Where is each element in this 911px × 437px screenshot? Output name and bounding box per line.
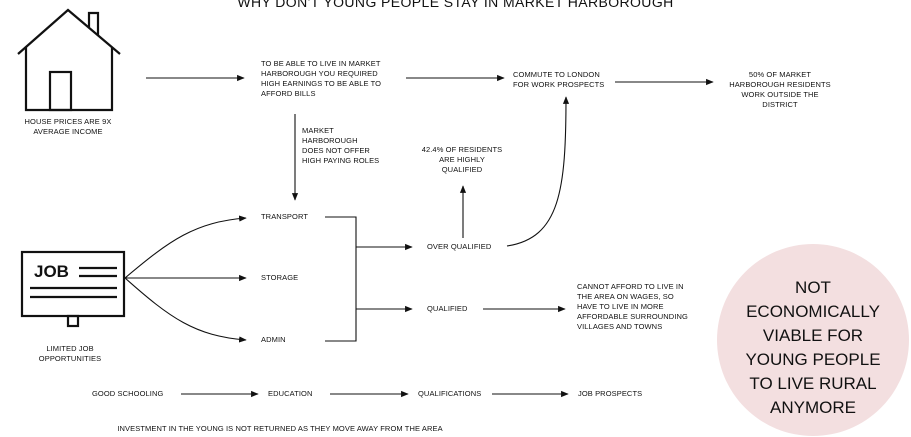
diagram-title: WHY DON'T YOUNG PEOPLE STAY IN MARKET HA… <box>237 0 674 10</box>
node-highly-qualified: 42.4% OF RESIDENTS ARE HIGHLY QUALIFIED <box>421 145 503 174</box>
branch-to-admin <box>124 277 247 343</box>
job-icon-text: JOB <box>34 262 69 281</box>
node-qualifications: QUALIFICATIONS <box>418 389 482 398</box>
conclusion-circle: NOT ECONOMICALLY VIABLE FOR YOUNG PEOPLE… <box>717 244 909 436</box>
node-transport: TRANSPORT <box>261 212 309 221</box>
node-job-prospects: JOB PROSPECTS <box>578 389 643 398</box>
curve-to-commute <box>506 96 570 247</box>
footer-note: INVESTMENT IN THE YOUNG IS NOT RETURNED … <box>117 424 443 433</box>
house-icon <box>17 8 121 112</box>
node-qualified: QUALIFIED <box>427 304 468 313</box>
node-residents-outside: 50% OF MARKET HARBOROUGH RESIDENTS WORK … <box>729 70 831 109</box>
node-education: EDUCATION <box>268 389 313 398</box>
bracket-roles <box>325 216 357 342</box>
conclusion-text: NOT ECONOMICALLY VIABLE FOR YOUNG PEOPLE… <box>745 278 881 417</box>
node-over-qualified: OVER QUALIFIED <box>427 242 492 251</box>
node-storage: STORAGE <box>261 273 299 282</box>
job-caption: LIMITED JOB OPPORTUNITIES <box>38 344 102 363</box>
node-no-high-paying: MARKET HARBOROUGH DOES NOT OFFER HIGH PA… <box>302 126 380 165</box>
house-caption: HOUSE PRICES ARE 9X AVERAGE INCOME <box>24 117 112 136</box>
node-cannot-afford: CANNOT AFFORD TO LIVE IN THE AREA ON WAG… <box>577 282 688 331</box>
node-earnings: TO BE ABLE TO LIVE IN MARKET HARBOROUGH … <box>261 59 382 98</box>
node-good-schooling: GOOD SCHOOLING <box>92 389 164 398</box>
node-commute: COMMUTE TO LONDON FOR WORK PROSPECTS <box>513 70 605 89</box>
job-poster-icon <box>20 250 126 328</box>
node-admin: ADMIN <box>261 335 286 344</box>
branch-to-transport <box>124 215 247 279</box>
